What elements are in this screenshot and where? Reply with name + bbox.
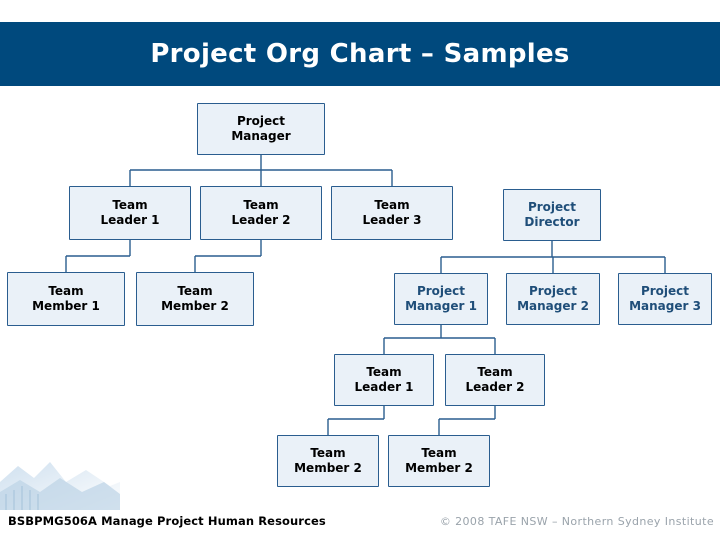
- decorative-watermark: [0, 462, 120, 510]
- org-node: Team Leader 2: [200, 186, 322, 240]
- org-node: Team Member 2: [388, 435, 490, 487]
- org-node: Team Member 2: [277, 435, 379, 487]
- footer-copyright: © 2008 TAFE NSW – Northern Sydney Instit…: [439, 515, 714, 528]
- org-node: Team Member 2: [136, 272, 254, 326]
- org-node: Project Manager 2: [506, 273, 600, 325]
- connector-lines: [65, 155, 666, 435]
- org-node: Project Manager: [197, 103, 325, 155]
- footer-bar: BSBPMG506A Manage Project Human Resource…: [0, 462, 720, 540]
- page-title: Project Org Chart – Samples: [150, 39, 570, 69]
- title-bar: Project Org Chart – Samples: [0, 22, 720, 86]
- org-node: Project Manager 1: [394, 273, 488, 325]
- org-node: Team Leader 2: [445, 354, 545, 406]
- org-node: Project Manager 3: [618, 273, 712, 325]
- org-node: Project Director: [503, 189, 601, 241]
- org-node: Team Leader 1: [69, 186, 191, 240]
- footer-course-code: BSBPMG506A Manage Project Human Resource…: [8, 514, 326, 528]
- org-node: Team Member 1: [7, 272, 125, 326]
- org-node: Team Leader 1: [334, 354, 434, 406]
- org-node: Team Leader 3: [331, 186, 453, 240]
